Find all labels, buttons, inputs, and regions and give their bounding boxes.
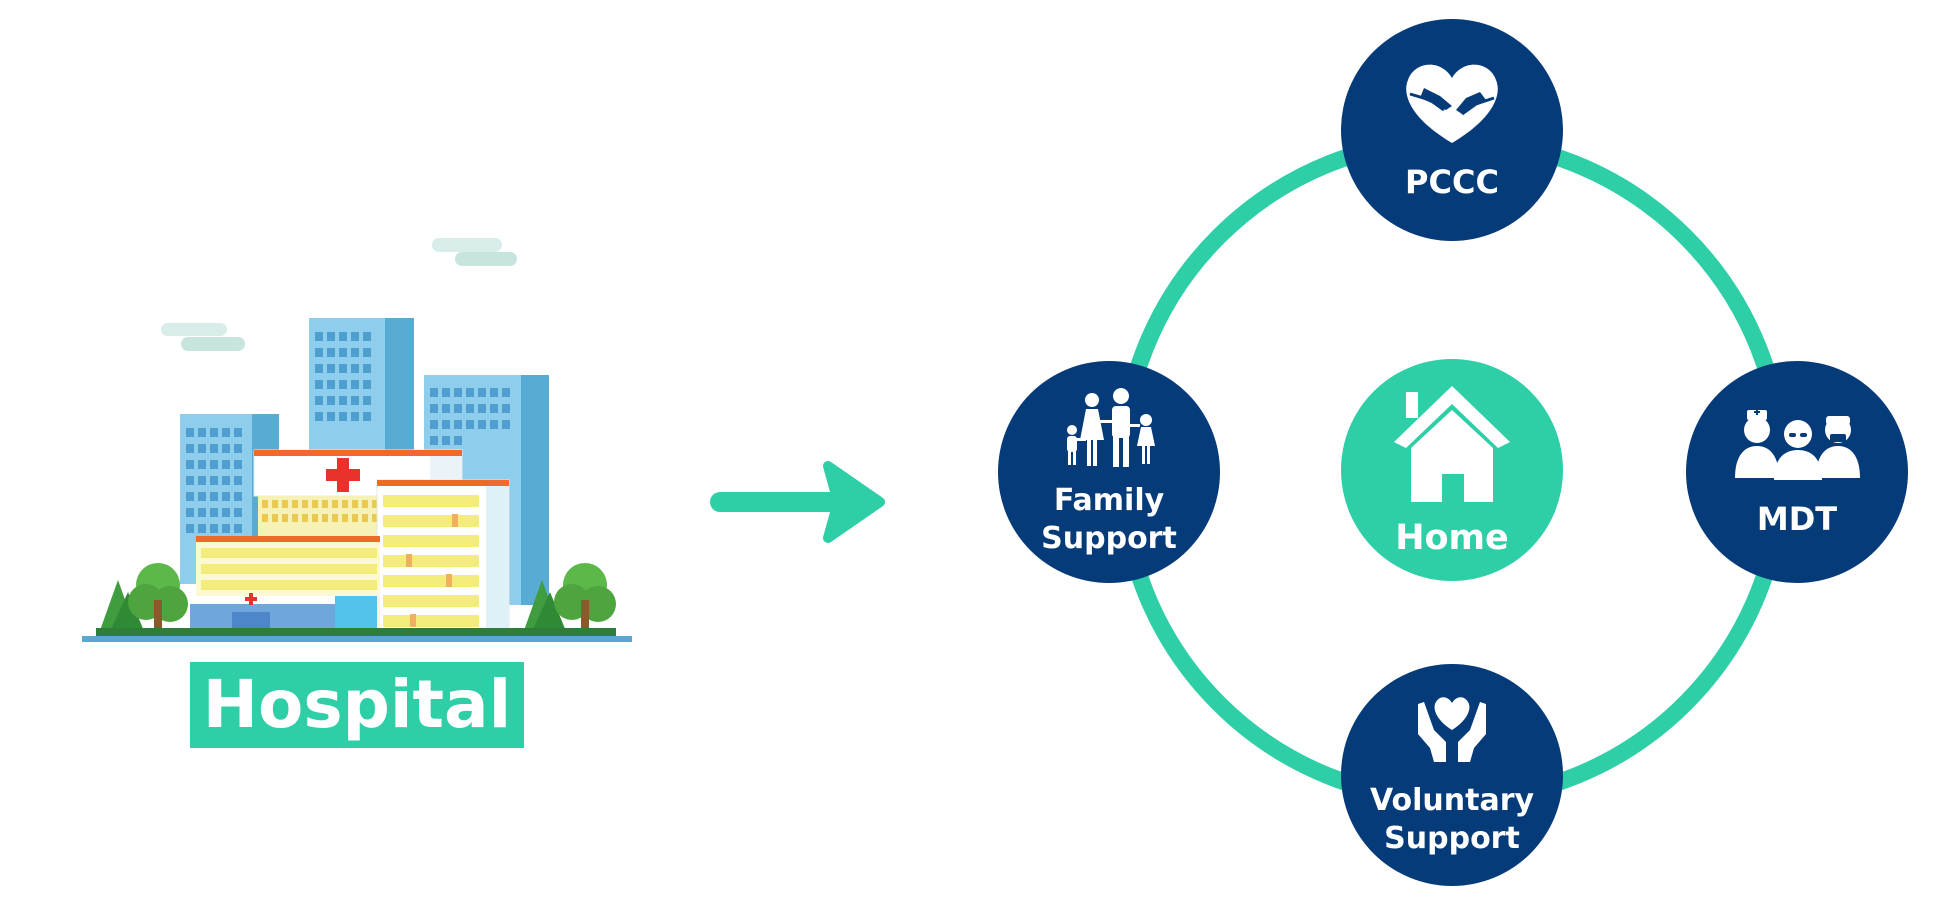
home-node: Home — [1341, 359, 1563, 581]
family-support-node: Family Support — [998, 361, 1220, 583]
cloud-icon — [161, 323, 245, 351]
heart-hands-icon — [1406, 64, 1498, 143]
red-cross-icon — [326, 458, 360, 492]
home-label: Home — [1395, 518, 1509, 558]
pccc-label: PCCC — [1405, 163, 1499, 201]
family-support-label-line2: Support — [1041, 521, 1177, 556]
arrow-icon — [710, 461, 885, 543]
house-icon — [1394, 386, 1510, 502]
family-icon — [1067, 388, 1155, 467]
voluntary-support-label-line1: Voluntary — [1370, 783, 1535, 818]
hands-heart-icon — [1418, 697, 1486, 762]
medical-team-icon — [1735, 410, 1860, 480]
family-support-label-line1: Family — [1054, 483, 1165, 518]
mdt-label: MDT — [1757, 500, 1837, 538]
voluntary-support-label-line2: Support — [1384, 821, 1520, 856]
tree-icon — [522, 563, 616, 636]
hospital-illustration — [82, 238, 632, 642]
cloud-icon — [432, 238, 517, 266]
voluntary-support-node: Voluntary Support — [1341, 664, 1563, 886]
tree-icon — [98, 563, 188, 636]
care-cycle-diagram: Home PCCC — [998, 19, 1908, 886]
mdt-node: MDT — [1686, 361, 1908, 583]
hospital-label: Hospital — [190, 662, 524, 748]
pccc-node: PCCC — [1341, 19, 1563, 241]
